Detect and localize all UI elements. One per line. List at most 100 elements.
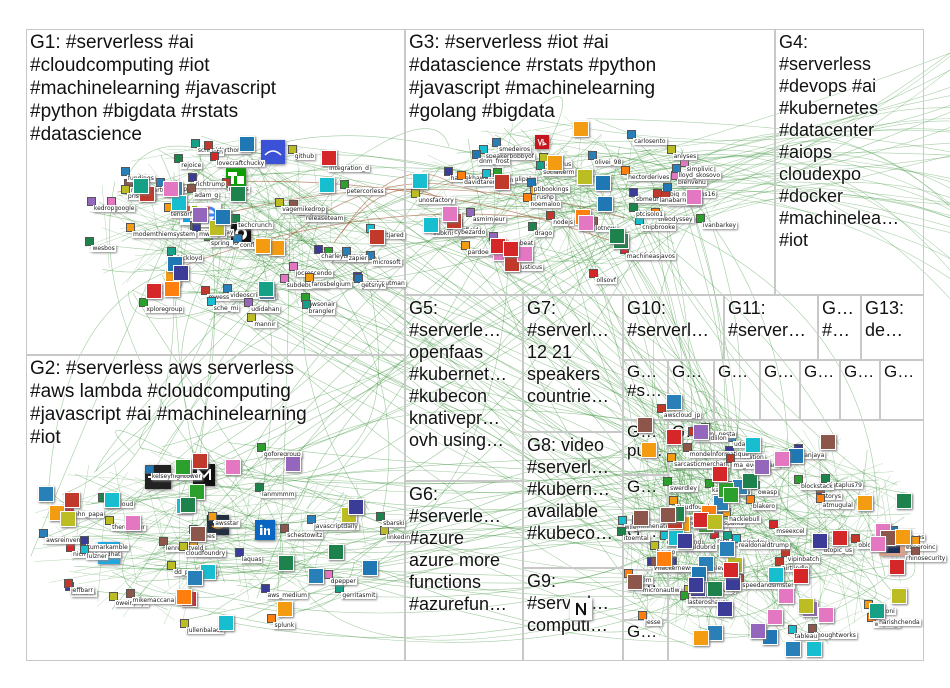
graph-node[interactable] xyxy=(492,138,502,148)
graph-node[interactable] xyxy=(85,237,95,247)
avatar-tile[interactable] xyxy=(104,492,121,509)
graph-node[interactable] xyxy=(666,145,676,155)
graph-node[interactable] xyxy=(745,494,755,504)
graph-node[interactable] xyxy=(206,297,216,307)
graph-node[interactable] xyxy=(769,519,779,529)
graph-node[interactable] xyxy=(190,139,200,149)
avatar-tile[interactable] xyxy=(722,487,739,504)
avatar-tile[interactable] xyxy=(712,466,729,483)
avatar-tile[interactable] xyxy=(632,509,649,526)
avatar-tile[interactable] xyxy=(832,529,849,546)
graph-node[interactable] xyxy=(158,536,168,546)
avatar-tile[interactable] xyxy=(797,598,814,615)
avatar-tile[interactable] xyxy=(749,622,766,639)
avatar-tile[interactable] xyxy=(722,562,739,579)
avatar-tile[interactable] xyxy=(745,436,762,453)
graph-node[interactable] xyxy=(166,246,176,256)
avatar-tile[interactable] xyxy=(229,186,246,203)
graph-node[interactable] xyxy=(244,297,254,307)
graph-node[interactable] xyxy=(125,588,135,598)
avatar-tile[interactable] xyxy=(753,458,770,475)
avatar-tile[interactable] xyxy=(258,281,275,298)
avatar-tile[interactable] xyxy=(422,216,439,233)
graph-node[interactable] xyxy=(178,541,188,551)
avatar-tile[interactable] xyxy=(348,498,365,515)
avatar-tile[interactable] xyxy=(268,239,285,256)
graph-node[interactable] xyxy=(627,130,637,140)
graph-node[interactable] xyxy=(652,189,662,199)
graph-node[interactable] xyxy=(287,145,297,155)
avatar-tile[interactable] xyxy=(412,172,429,189)
graph-node[interactable] xyxy=(457,171,467,181)
avatar-tile[interactable] xyxy=(362,560,379,577)
avatar-tile[interactable] xyxy=(891,588,908,605)
avatar-tile[interactable] xyxy=(572,121,589,138)
graph-node[interactable] xyxy=(723,531,733,541)
graph-node[interactable] xyxy=(174,153,184,163)
avatar-tile[interactable] xyxy=(441,205,458,222)
graph-node[interactable] xyxy=(304,273,314,283)
avatar-tile[interactable] xyxy=(277,600,294,617)
avatar-tile[interactable] xyxy=(215,208,232,225)
avatar-tile[interactable] xyxy=(609,228,625,245)
graph-node[interactable] xyxy=(536,160,546,170)
avatar-tile[interactable] xyxy=(787,448,804,465)
avatar-tile[interactable] xyxy=(191,207,208,224)
avatar-tile[interactable] xyxy=(546,155,563,172)
avatar-tile[interactable] xyxy=(187,569,204,586)
graph-node[interactable] xyxy=(167,560,177,570)
graph-node[interactable] xyxy=(481,168,491,178)
graph-node[interactable] xyxy=(139,298,149,308)
avatar-tile[interactable] xyxy=(894,529,911,546)
avatar-tile[interactable] xyxy=(685,189,702,206)
avatar-tile[interactable] xyxy=(677,532,694,549)
graph-node[interactable] xyxy=(793,475,803,485)
venturebeat-logo-tile[interactable] xyxy=(535,135,549,149)
graph-node[interactable] xyxy=(260,583,270,593)
graph-node[interactable] xyxy=(587,151,597,161)
avatar-tile[interactable] xyxy=(174,458,191,475)
avatar-tile[interactable] xyxy=(597,195,614,212)
graph-node[interactable] xyxy=(223,284,233,294)
graph-node[interactable] xyxy=(354,273,364,283)
graph-node[interactable] xyxy=(774,556,784,566)
graph-node[interactable] xyxy=(86,196,96,206)
graph-node[interactable] xyxy=(256,443,266,453)
graph-node[interactable] xyxy=(307,514,317,524)
graph-node[interactable] xyxy=(695,213,705,223)
avatar-tile[interactable] xyxy=(688,576,705,593)
avatar-tile[interactable] xyxy=(718,541,735,558)
avatar-tile[interactable] xyxy=(778,587,794,604)
graph-node[interactable] xyxy=(267,613,277,623)
graph-node[interactable] xyxy=(280,523,290,533)
graph-node[interactable] xyxy=(621,166,631,176)
graph-node[interactable] xyxy=(120,166,130,176)
graph-node[interactable] xyxy=(680,590,690,600)
graph-node[interactable] xyxy=(204,141,214,151)
graph-node[interactable] xyxy=(64,579,74,589)
graph-node[interactable] xyxy=(108,591,118,601)
graph-node[interactable] xyxy=(656,403,666,413)
avatar-tile[interactable] xyxy=(577,169,594,186)
graph-node[interactable] xyxy=(66,543,76,553)
avatar-tile[interactable] xyxy=(224,459,241,476)
graph-node[interactable] xyxy=(731,533,741,543)
avatar-tile[interactable] xyxy=(665,394,682,411)
avatar-tile[interactable] xyxy=(516,246,533,263)
avatar-tile[interactable] xyxy=(179,497,196,514)
avatar-tile[interactable] xyxy=(189,525,206,542)
avatar-tile[interactable] xyxy=(188,483,205,500)
avatar-tile[interactable] xyxy=(277,555,294,572)
avatar-tile[interactable] xyxy=(162,181,179,198)
graph-node[interactable] xyxy=(616,527,626,537)
avatar-tile[interactable] xyxy=(805,640,822,657)
avatar-tile[interactable] xyxy=(124,514,141,531)
avatar-tile[interactable] xyxy=(175,588,192,605)
graph-node[interactable] xyxy=(209,152,219,162)
avatar-tile[interactable] xyxy=(707,625,724,642)
graph-node[interactable] xyxy=(323,569,333,579)
graph-node[interactable] xyxy=(79,536,89,546)
graph-node[interactable] xyxy=(815,493,825,503)
graph-node[interactable] xyxy=(667,453,677,463)
graph-node[interactable] xyxy=(821,473,831,483)
